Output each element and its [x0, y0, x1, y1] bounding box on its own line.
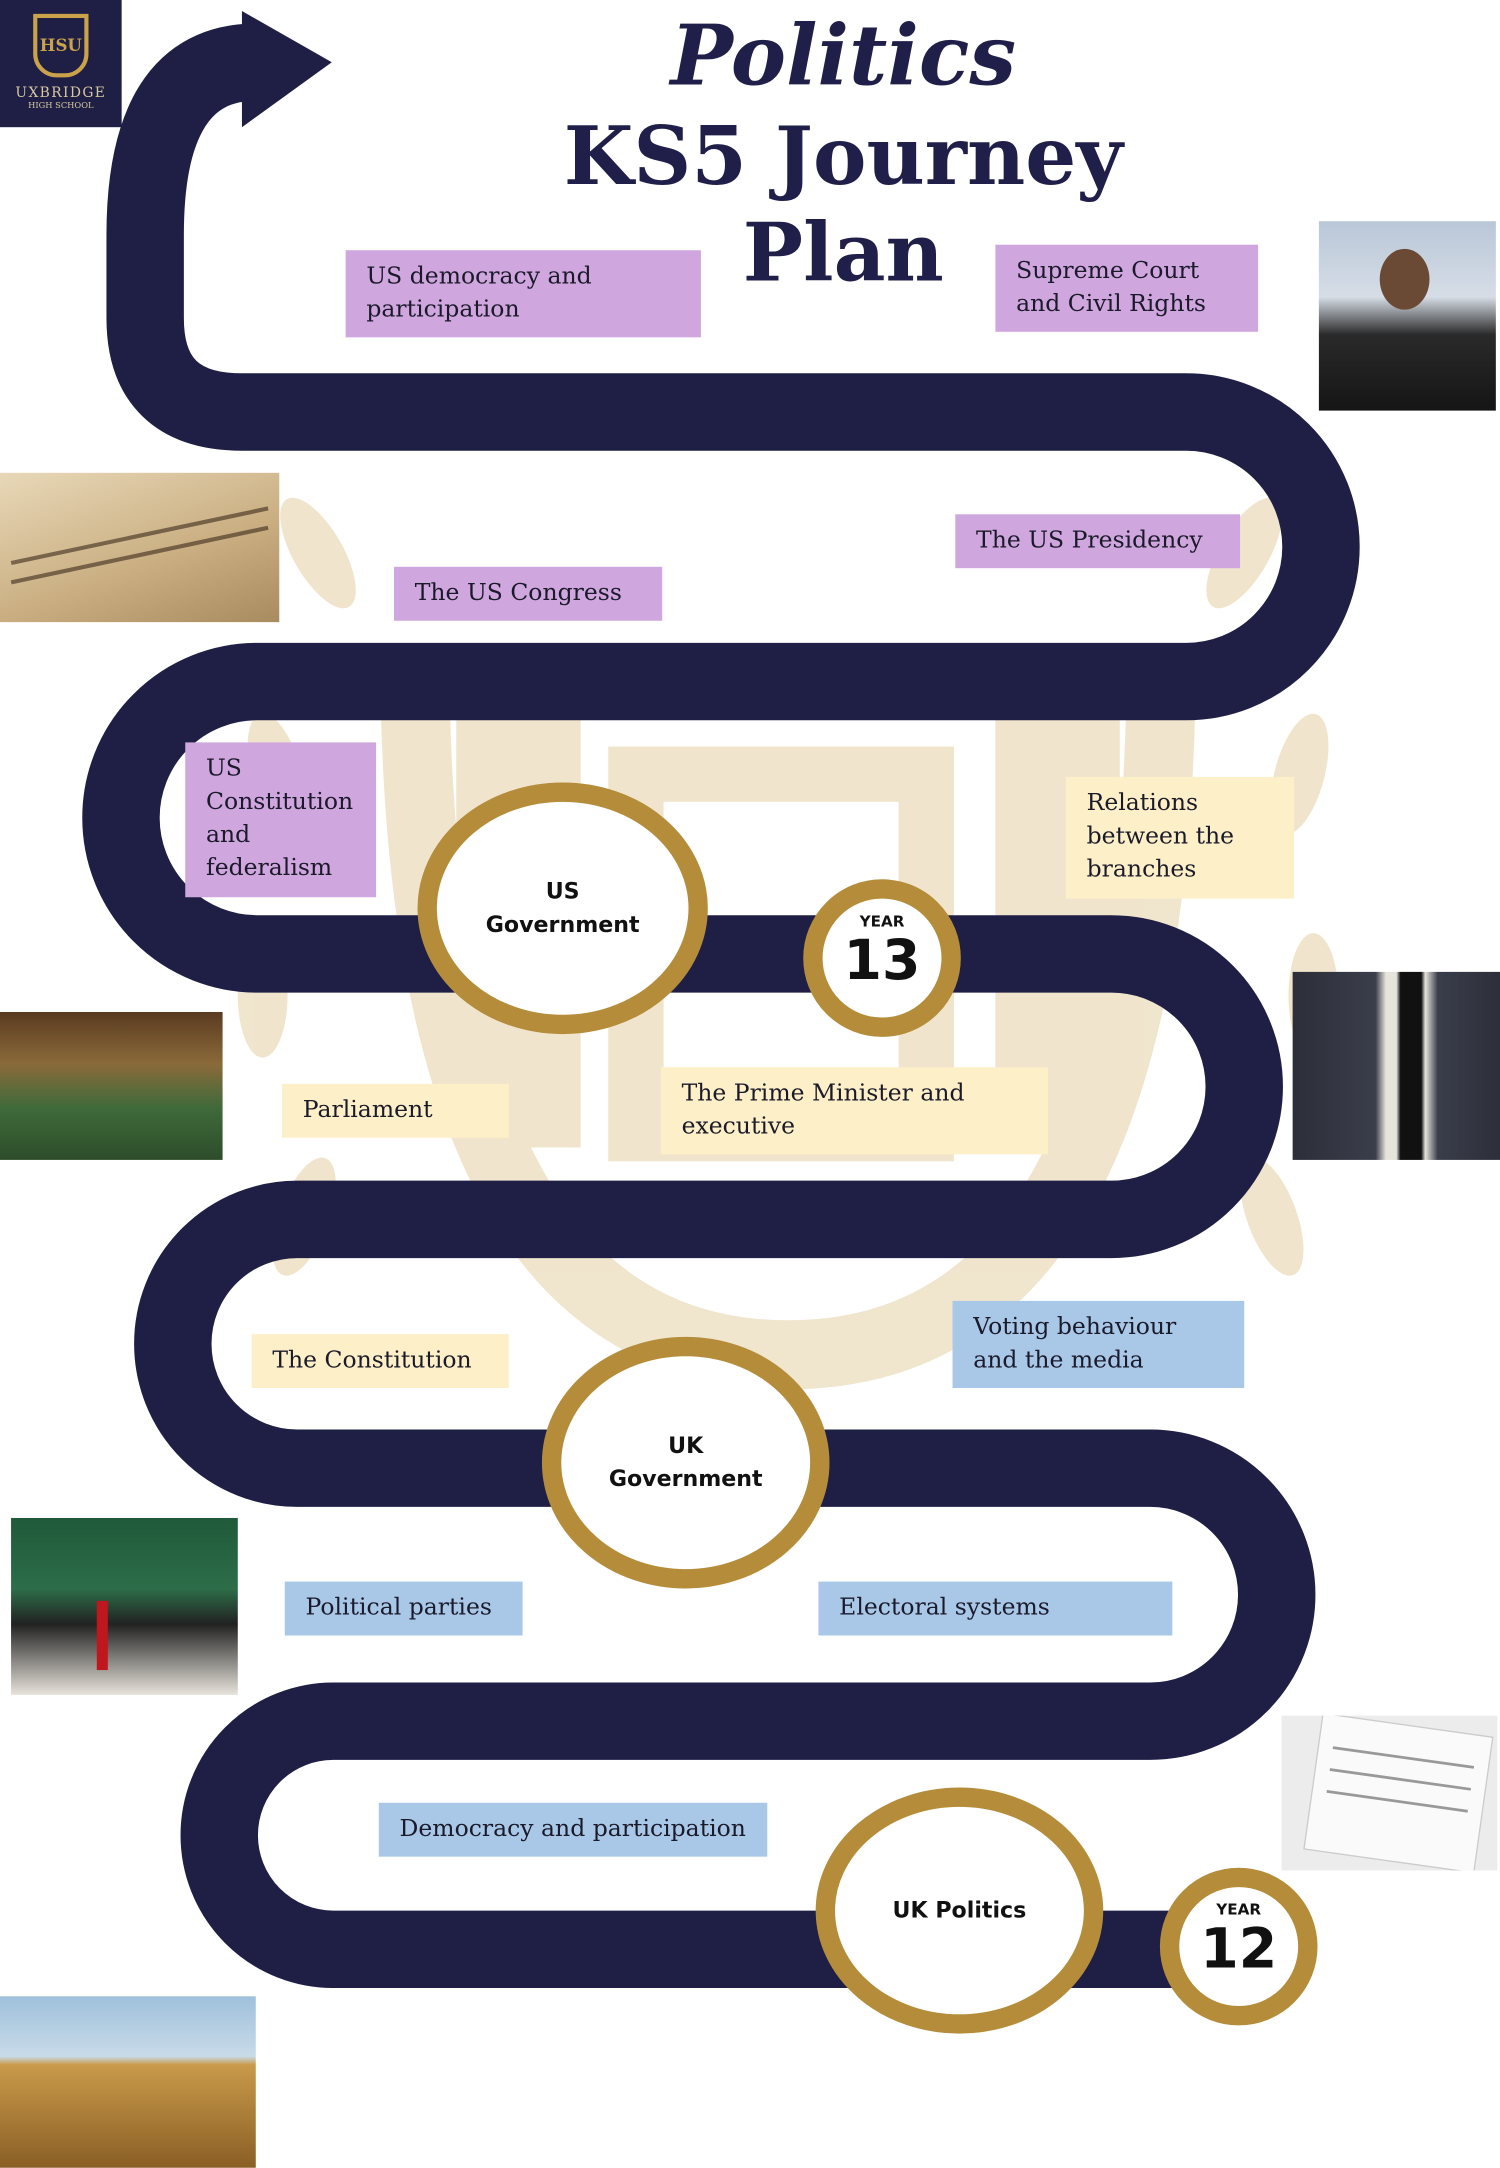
obama-photo [1318, 221, 1496, 411]
year12-label: YEAR [1216, 1900, 1262, 1919]
commons-chamber-photo [0, 1011, 223, 1160]
logo-subtitle: HIGH SCHOOL [28, 100, 94, 111]
year12-ring [1159, 1867, 1318, 2026]
journey-path [82, 23, 1360, 1989]
year13-ring [803, 879, 961, 1037]
page-title: KS5 Journey Plan [563, 109, 1123, 301]
us-government-ring [417, 782, 708, 1035]
topic-us-constitution: US Constitution and federalism [185, 742, 377, 898]
westminster-photo [0, 1996, 256, 2168]
topic-us-democracy: US democracy and participation [345, 250, 701, 338]
topic-relations: Relations between the branches [1065, 776, 1295, 899]
topic-prime-minister: The Prime Minister and executive [660, 1067, 1048, 1155]
milestone-uk-government: UK Government [608, 1432, 763, 1492]
uk-politics-ring [815, 1787, 1104, 2034]
topic-parties: Political parties [284, 1581, 523, 1636]
commons-debate-photo [11, 1517, 238, 1695]
year13-badge: YEAR 13 [827, 912, 938, 989]
topic-us-presidency: The US Presidency [955, 514, 1241, 569]
logo-monogram: HSU [33, 13, 89, 78]
uk-government-ring [541, 1336, 830, 1589]
constitution-photo [0, 472, 280, 623]
topic-constitution: The Constitution [251, 1334, 509, 1389]
topic-electoral: Electoral systems [818, 1581, 1173, 1636]
page-title-subject: Politics [670, 8, 1017, 106]
downing-street-photo [1292, 971, 1500, 1160]
year12-number: 12 [1200, 1917, 1278, 1982]
year13-number: 13 [843, 929, 921, 993]
logo-name: UXBRIDGE [15, 85, 107, 101]
year12-badge: YEAR 12 [1183, 1901, 1294, 1978]
arrow-head-icon [241, 11, 332, 128]
topic-democracy: Democracy and participation [378, 1802, 768, 1857]
topic-parliament: Parliament [282, 1083, 509, 1138]
topic-supreme-court: Supreme Court and Civil Rights [995, 244, 1259, 332]
school-logo: HSU UXBRIDGE HIGH SCHOOL [0, 0, 122, 128]
ballot-paper-photo [1281, 1715, 1498, 1871]
milestone-us-government: US Government [485, 877, 640, 938]
milestone-uk-politics: UK Politics [892, 1896, 1027, 1924]
topic-voting: Voting behaviour and the media [952, 1300, 1245, 1389]
topic-us-congress: The US Congress [394, 566, 663, 621]
year13-label: YEAR [859, 912, 905, 931]
